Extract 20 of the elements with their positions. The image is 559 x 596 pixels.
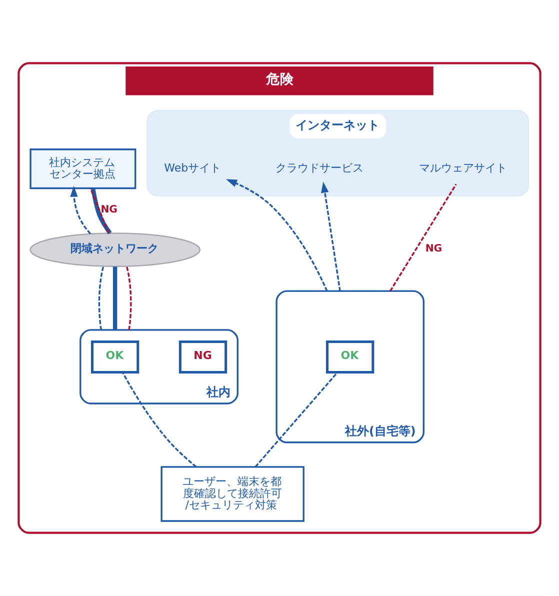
node-box: ユーザー、端末を都度確認して接続許可/セキュリティ対策: [160, 466, 304, 522]
node-box: OK: [90, 340, 140, 374]
connector: [126, 266, 132, 330]
arrow: [321, 182, 341, 292]
node-box: NG: [178, 340, 228, 374]
arrow: [70, 186, 92, 234]
node-ellipse: 閉域ネットワーク: [30, 232, 201, 268]
edge-label: NG: [425, 244, 442, 255]
node-text: マルウェアサイト: [418, 162, 507, 175]
connector: [390, 184, 457, 292]
node-text: Webサイト: [164, 162, 222, 175]
node-box: OK: [326, 340, 374, 374]
connector: [112, 266, 118, 330]
connector: [254, 372, 338, 468]
node-text: クラウドサービス: [276, 162, 364, 175]
connector: [122, 372, 197, 468]
arrow: [226, 179, 328, 292]
node-box: 社内システム センター拠点: [30, 148, 136, 190]
edge-label: NG: [100, 204, 118, 216]
connector: [98, 266, 104, 330]
